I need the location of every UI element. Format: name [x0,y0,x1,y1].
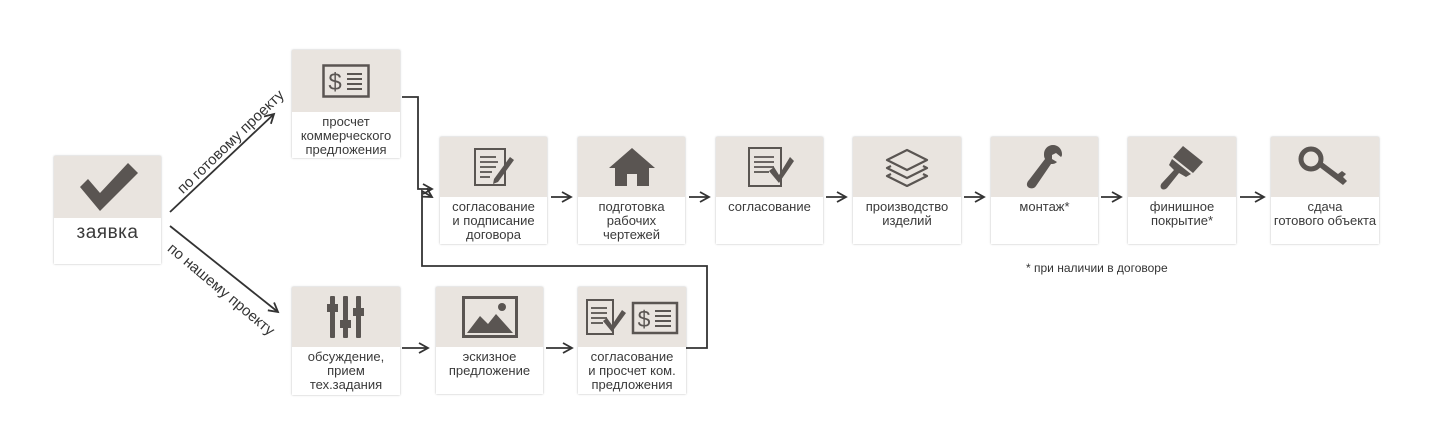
node-request: заявка [54,156,161,264]
node-label: согласование и просчет ком. предложения [588,349,676,392]
node-approve-calc: $ согласование и просчет ком. предложени… [578,287,686,394]
node-approval: согласование [716,137,823,244]
node-label: просчет коммерческого предложения [300,114,392,157]
node-label: обсуждение, прием тех.задания [307,349,385,392]
svg-text:$: $ [638,306,651,332]
wrench-icon [1026,145,1062,189]
node-production: производство изделий [853,137,961,244]
node-label: производство изделий [865,199,949,228]
checkmark-icon [79,163,138,211]
svg-text:$: $ [328,69,341,96]
node-assembly: монтаж* [991,137,1098,244]
node-label: монтаж* [1019,199,1070,214]
key-icon [1298,146,1347,185]
node-label: подготовка рабочих чертежей [598,199,665,242]
node-handover: сдача готового объекта [1271,137,1379,244]
node-label: финишное покрытие* [1149,199,1215,228]
house-icon [608,148,655,186]
node-drawings: подготовка рабочих чертежей [578,137,685,244]
document-check-icon [747,147,794,187]
arrow-approve-calc-to-contract [421,187,708,349]
node-discussion: обсуждение, прием тех.задания [292,287,400,395]
node-sketch: эскизное предложение [436,287,543,394]
node-label: согласование и подписание договора [452,199,535,242]
node-label: согласование [728,199,811,214]
layers-icon [885,148,929,187]
node-contract: согласование и подписание договора [440,137,547,244]
footnote: * при наличии в договоре [1026,261,1168,275]
paint-brush-icon [1160,146,1203,190]
arrow-calc-to-contract [402,96,434,195]
arrow-to-discussion [169,225,280,314]
dollar-document-icon: $ [322,64,370,98]
node-label: сдача готового объекта [1273,199,1377,228]
node-label: заявка [76,222,139,243]
arrow-to-calc-offer [169,112,276,213]
image-icon [461,296,518,338]
node-label: эскизное предложение [448,349,531,378]
document-pen-icon [473,148,514,186]
node-calc-offer: $ просчет коммерческого предложения [292,50,400,158]
node-finish: финишное покрытие* [1128,137,1236,244]
sliders-icon [327,296,364,338]
check-and-dollar-documents-icon: $ [586,299,679,335]
